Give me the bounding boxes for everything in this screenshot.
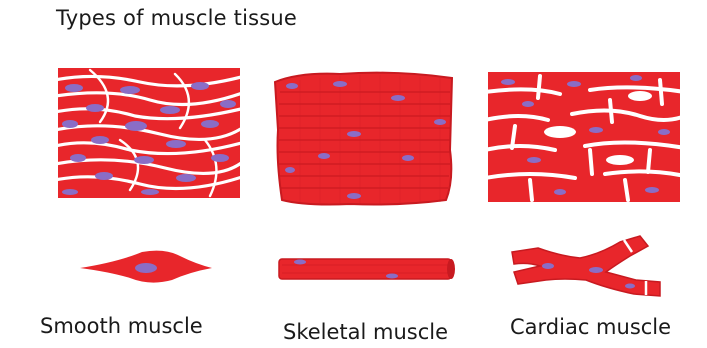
smooth-muscle-cell	[80, 251, 212, 283]
cardiac-muscle-tissue	[485, 72, 685, 202]
skeletal-muscle-fiber	[279, 259, 455, 279]
smooth-muscle-tissue	[55, 68, 245, 198]
cardiac-muscle-label: Cardiac muscle	[510, 315, 671, 339]
skeletal-muscle-tissue	[275, 73, 452, 205]
cardiac-muscle-cell	[512, 236, 660, 296]
skeletal-muscle-label: Skeletal muscle	[283, 320, 448, 344]
smooth-muscle-label: Smooth muscle	[40, 314, 203, 338]
